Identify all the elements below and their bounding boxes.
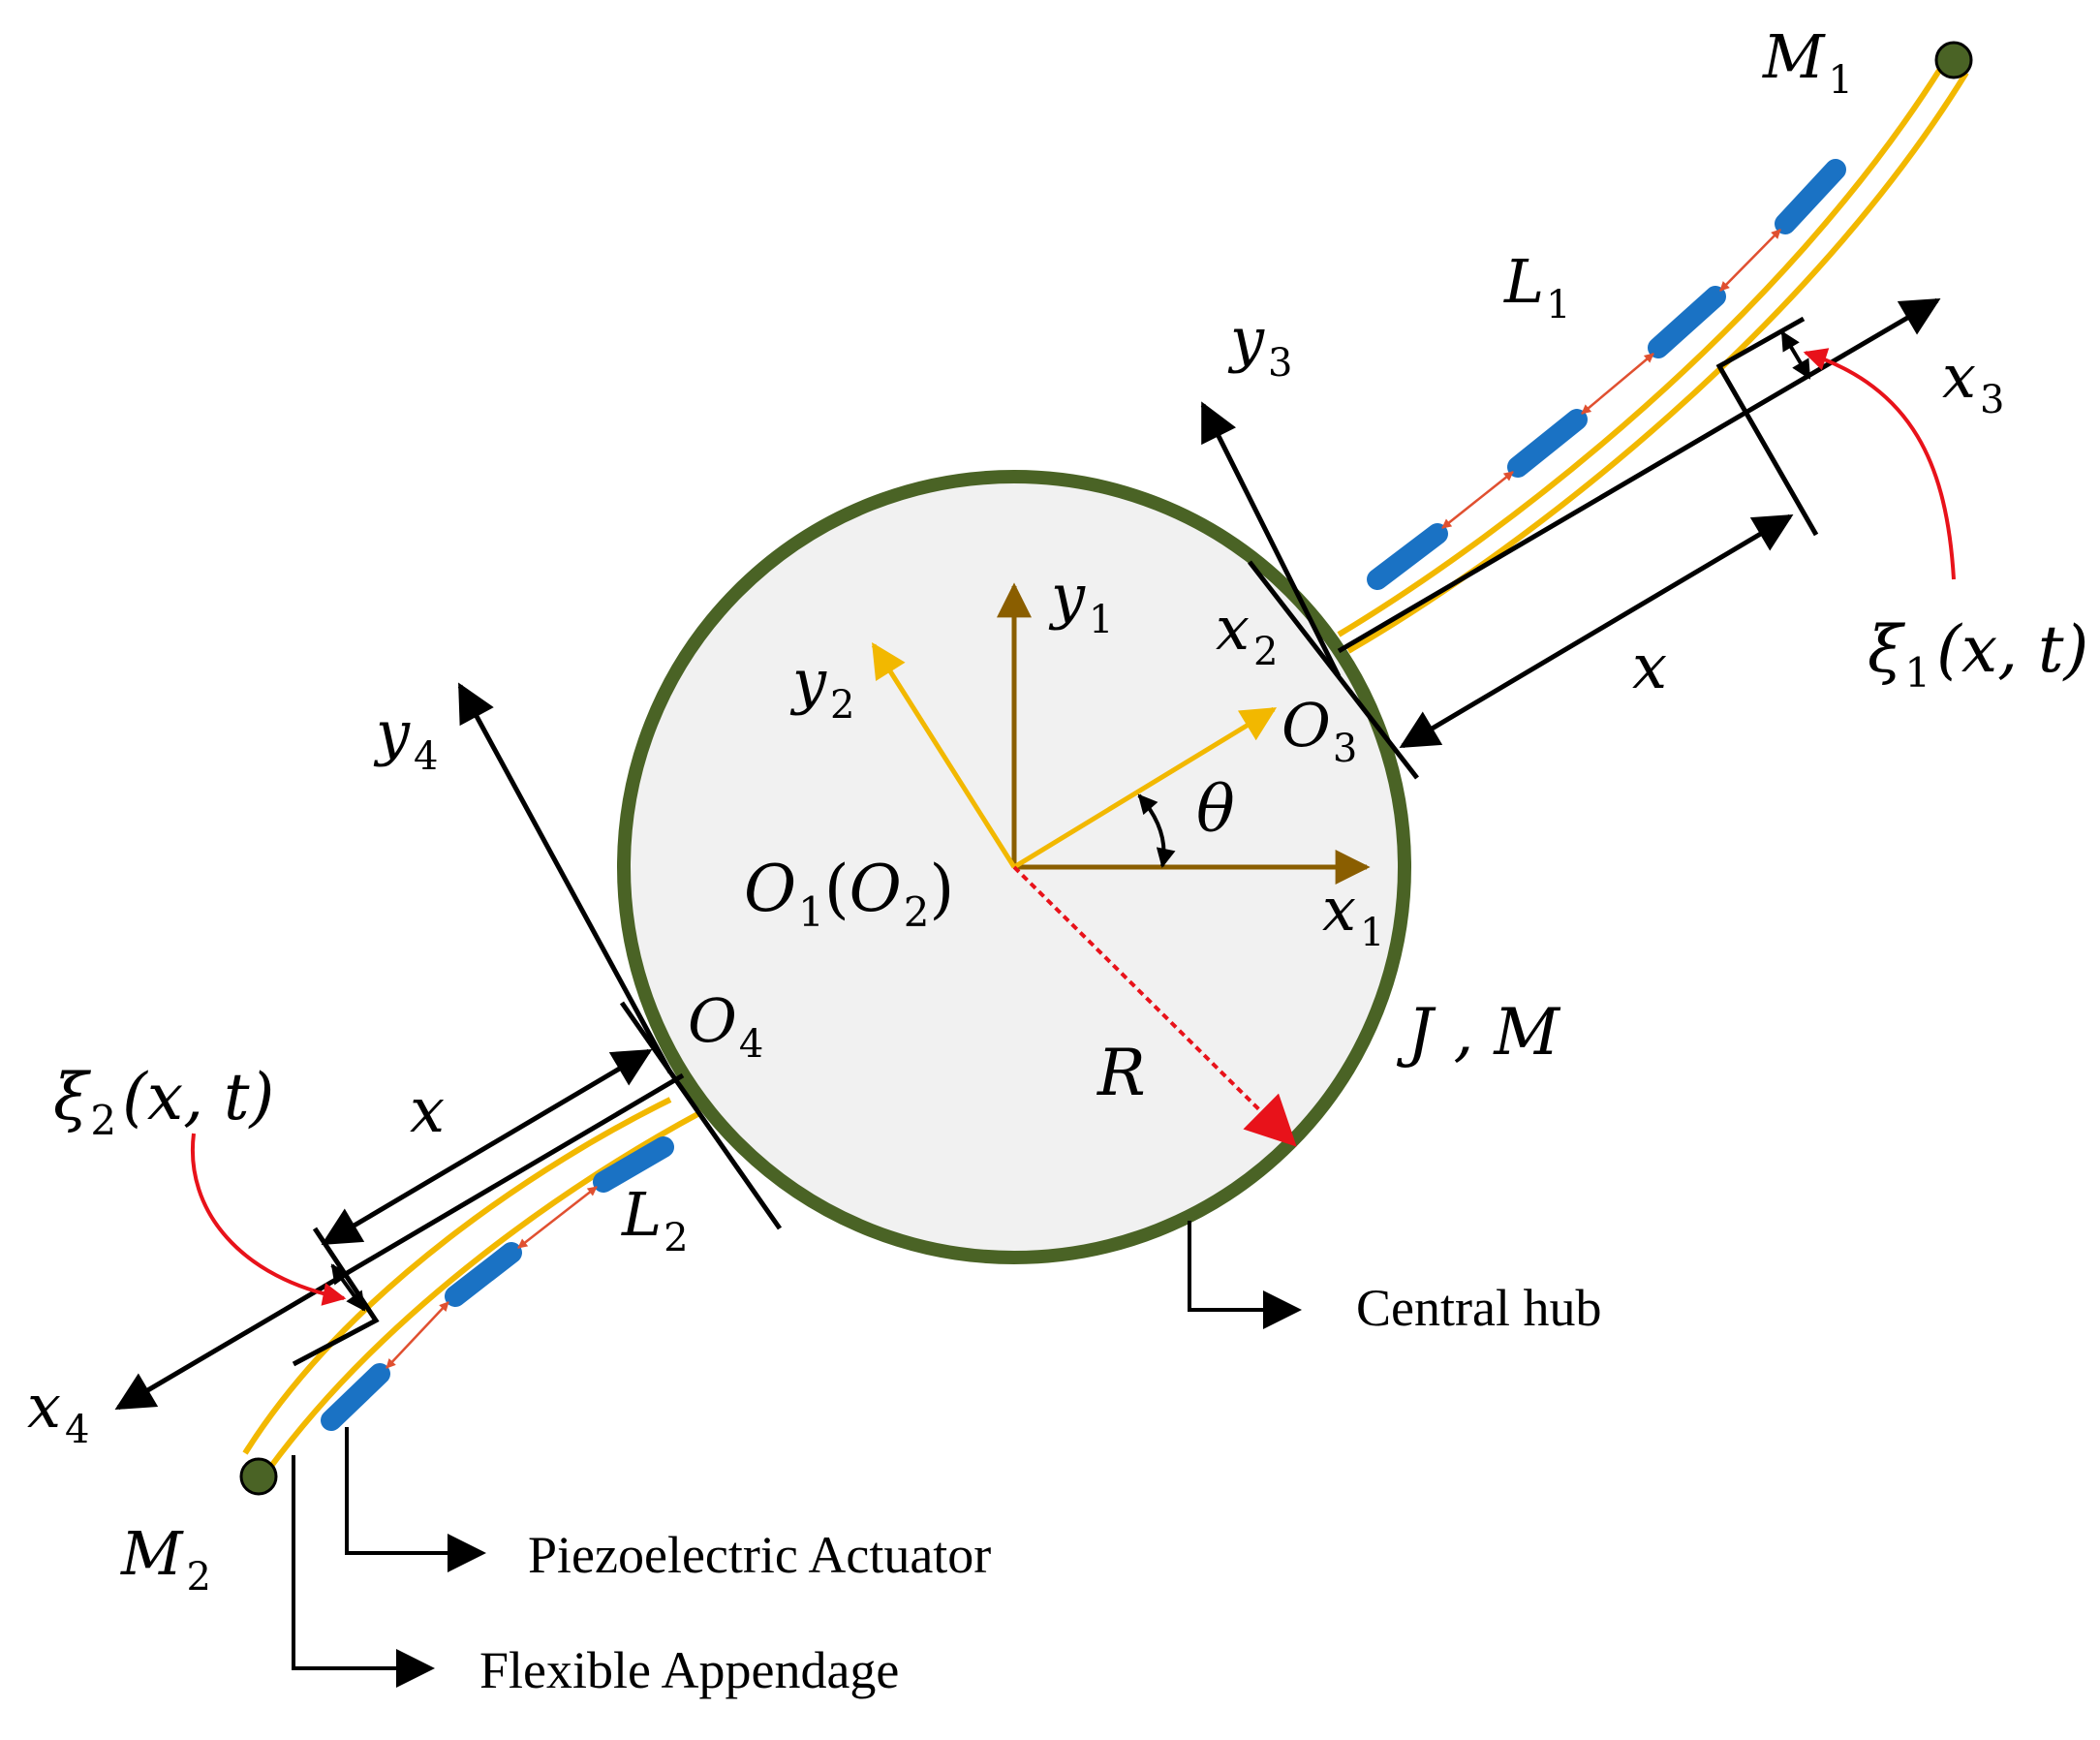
label-x-lower-dimension: x — [410, 1075, 445, 1147]
piezo-actuator — [1507, 409, 1588, 478]
axis-x2 — [1012, 706, 1278, 870]
tip-mass-lower — [239, 1457, 278, 1496]
label-xi2: ξ2(x, t) — [53, 1060, 274, 1144]
piezo-actuator — [1648, 286, 1726, 358]
label-theta: θ — [1196, 772, 1235, 847]
callout-flexible-appendage: Flexible Appendage — [479, 1641, 899, 1699]
axis-x3 — [1337, 297, 1941, 654]
tip-mass-upper — [1934, 41, 1973, 79]
xi1-pointer — [1803, 348, 1956, 580]
radius-line — [1012, 865, 1297, 1147]
theta-arc — [1137, 793, 1176, 868]
label-JM: J , M — [1396, 995, 1560, 1070]
actuators-lower — [321, 1136, 674, 1431]
axis-y2 — [871, 641, 1017, 869]
tangent-line-lower — [619, 1001, 783, 1230]
deflection-arrow-upper — [1780, 330, 1811, 380]
dimension-x-lower — [321, 1048, 653, 1246]
dimension-x-upper — [1399, 513, 1794, 749]
piezo-actuator — [1367, 523, 1448, 590]
deflection-bracket-lower — [292, 1227, 380, 1367]
appendage-upper — [1337, 64, 1969, 654]
actuator-links-upper — [1441, 229, 1781, 529]
label-xi1: ξ1(x, t) — [1868, 612, 2088, 697]
axis-y4 — [457, 682, 673, 1074]
flexible-pointer — [292, 1455, 435, 1688]
piezo-actuator — [445, 1242, 522, 1307]
label-L2: L2 — [621, 1179, 689, 1260]
actuators-upper — [1367, 159, 1846, 590]
callout-central-hub: Central hub — [1356, 1279, 1601, 1337]
piezo-actuator — [321, 1363, 390, 1431]
axis-y3 — [1200, 401, 1342, 678]
xi2-pointer — [190, 1133, 347, 1306]
piezo-pointer — [345, 1427, 486, 1572]
label-O3: O3 — [1282, 690, 1357, 771]
piezo-actuator — [593, 1136, 674, 1193]
label-O4: O4 — [688, 985, 763, 1067]
label-x-upper-dimension: x — [1632, 632, 1667, 703]
deflection-arrow-lower — [330, 1263, 366, 1312]
callout-piezoelectric-actuator: Piezoelectric Actuator — [528, 1526, 991, 1584]
deflection-bracket-upper — [1715, 316, 1819, 537]
label-R: R — [1096, 1036, 1146, 1110]
piezo-actuator — [1775, 159, 1846, 234]
central-hub-pointer — [1188, 1221, 1302, 1329]
label-O1-O2: O1(O2) — [744, 852, 954, 936]
label-L1: L1 — [1503, 246, 1571, 327]
